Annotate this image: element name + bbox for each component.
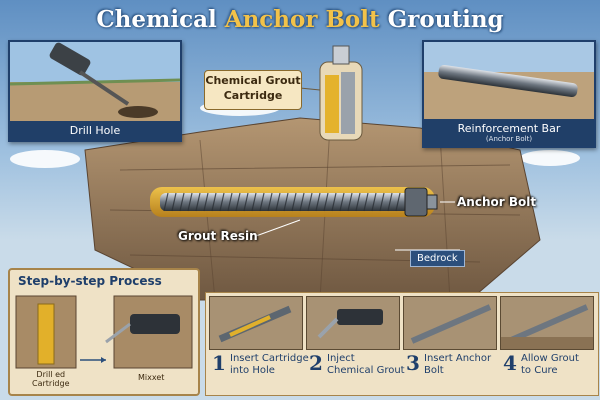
cartridge-callout: Chemical Grout Cartridge bbox=[204, 70, 302, 110]
reinforcement-bar-label: Reinforcement Bar (Anchor Bolt) bbox=[424, 119, 594, 146]
step-2-line1: Inject bbox=[327, 353, 355, 364]
step-3-line1: Insert Anchor bbox=[424, 353, 492, 364]
step-3-image bbox=[403, 296, 497, 350]
step-3-line2: Bolt bbox=[424, 365, 444, 376]
step-1-image bbox=[209, 296, 303, 350]
title-part3: Grouting bbox=[379, 6, 504, 33]
step-2-line2: Chemical Grout bbox=[327, 365, 405, 376]
step-1-number: 1 bbox=[212, 351, 226, 375]
drilled-cartridge-caption: Drill ed Cartridge bbox=[32, 370, 70, 388]
page-title: Chemical Anchor Bolt Grouting bbox=[0, 6, 600, 33]
drilled-cartridge-caption-line2: Cartridge bbox=[32, 379, 70, 388]
cartridge-callout-line2: Cartridge bbox=[223, 89, 283, 102]
cartridge-callout-line1: Chemical Grout bbox=[205, 74, 301, 87]
drill-hole-panel: Drill Hole bbox=[8, 40, 182, 142]
cloud bbox=[10, 150, 80, 168]
cloud bbox=[520, 150, 580, 166]
title-part1: Chemical bbox=[96, 6, 225, 33]
drilled-cartridge-caption-line1: Drill ed bbox=[36, 370, 66, 379]
step-4-number: 4 bbox=[503, 351, 517, 375]
step-4-line2: to Cure bbox=[521, 365, 558, 376]
mixer-caption: Mixxet bbox=[138, 373, 165, 382]
step-3-number: 3 bbox=[406, 351, 420, 375]
grout-resin-label: Grout Resin bbox=[178, 229, 258, 243]
step-1-line1: Insert Cartridge bbox=[230, 353, 309, 364]
step-1-line2: into Hole bbox=[230, 365, 275, 376]
reinforcement-bar-title: Reinforcement Bar bbox=[457, 122, 561, 135]
drill-hole-label: Drill Hole bbox=[10, 121, 180, 140]
bedrock-label: Bedrock bbox=[410, 250, 465, 267]
title-part2: Anchor Bolt bbox=[224, 6, 380, 33]
process-title: Step-by-step Process bbox=[18, 274, 162, 288]
anchor-bolt-shaft bbox=[160, 193, 420, 211]
reinforcement-bar-subtitle: (Anchor Bolt) bbox=[485, 135, 533, 143]
step-2-number: 2 bbox=[309, 351, 323, 375]
step-4-line1: Allow Grout bbox=[521, 353, 579, 364]
step-2-image bbox=[306, 296, 400, 350]
reinforcement-bar-panel: Reinforcement Bar (Anchor Bolt) bbox=[422, 40, 596, 148]
process-panel: Step-by-step Process Drill ed Cartridge … bbox=[8, 268, 200, 396]
step-4-image bbox=[500, 296, 594, 350]
bolt-nut bbox=[404, 187, 428, 217]
anchor-bolt-label: Anchor Bolt bbox=[457, 195, 537, 209]
process-illustration bbox=[15, 295, 193, 369]
